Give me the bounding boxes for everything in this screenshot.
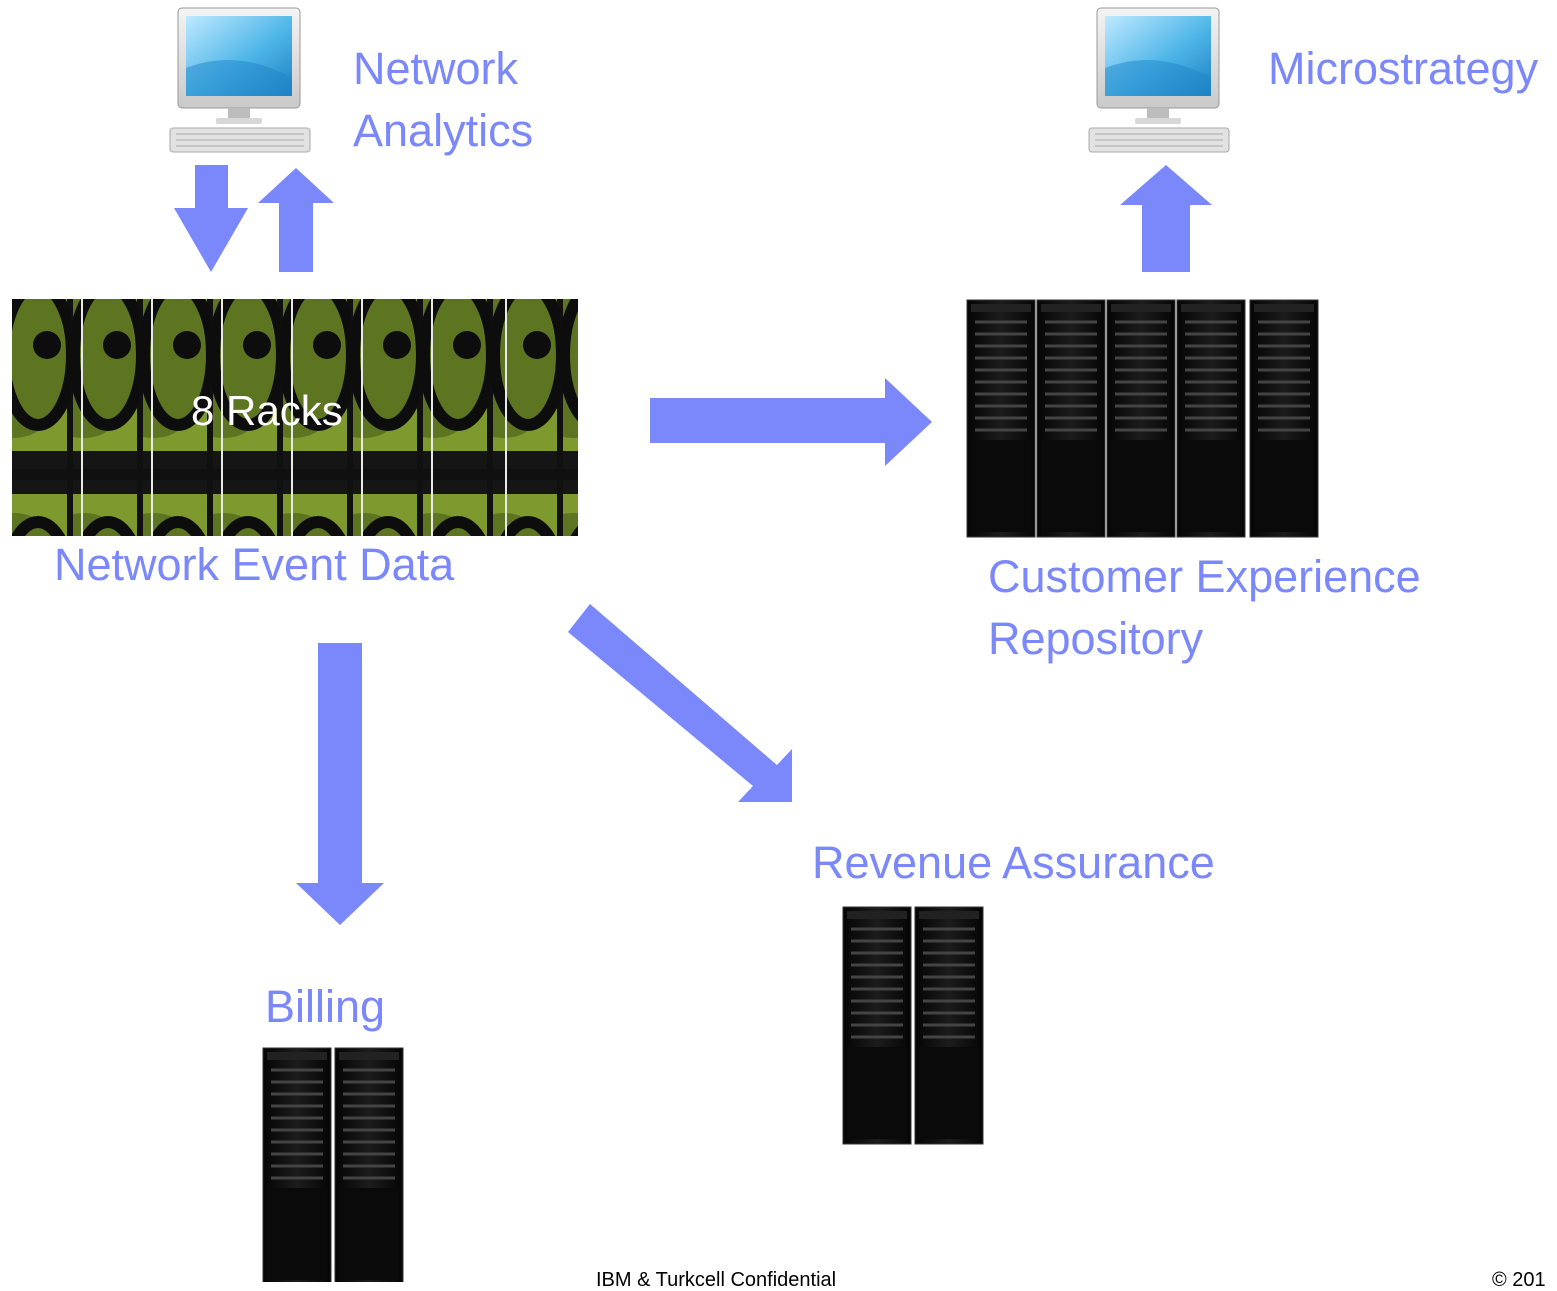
green-rack-group xyxy=(12,299,578,536)
black-rack-group xyxy=(841,905,985,1146)
arrow-down xyxy=(296,643,384,925)
black-rack-group xyxy=(965,298,1320,539)
network-event-data-label: Network Event Data xyxy=(54,539,455,590)
arrow-down xyxy=(174,165,248,272)
arrow-up xyxy=(258,168,334,272)
network-analytics-label: Network Analytics xyxy=(353,43,534,156)
black-rack-group xyxy=(261,1046,405,1282)
revenue-assurance-label: Revenue Assurance xyxy=(812,837,1215,888)
customer-experience-label: Customer Experience Repository xyxy=(988,551,1421,664)
computer-icon xyxy=(169,7,311,153)
arrow-diagonal xyxy=(568,604,792,802)
rack-count-label: 8 Racks xyxy=(191,387,343,434)
arrow-right xyxy=(650,378,932,466)
arrow-up xyxy=(1120,165,1212,272)
confidential-footer: IBM & Turkcell Confidential xyxy=(596,1269,837,1291)
billing-label: Billing xyxy=(265,981,386,1032)
microstrategy-label: Microstrategy xyxy=(1268,43,1539,94)
copyright-footer: © 201 xyxy=(1492,1269,1546,1291)
computer-icon xyxy=(1088,7,1230,153)
